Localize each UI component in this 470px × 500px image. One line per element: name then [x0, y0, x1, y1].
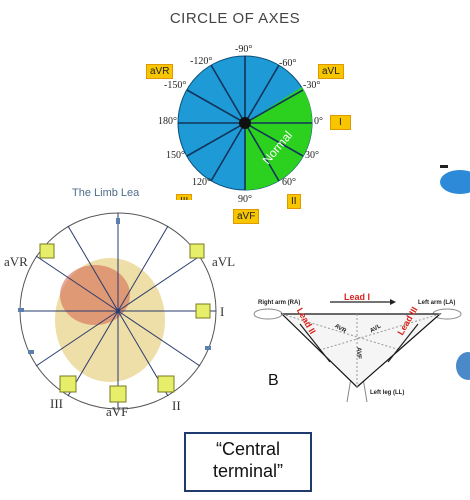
- einthoven-triangle-diagram: [253, 299, 462, 403]
- einthoven-triangle: [280, 313, 442, 388]
- angle-label: 120°: [192, 177, 211, 188]
- central-terminal-line1: “Central: [215, 439, 281, 459]
- lead-tag-ii: II: [287, 194, 301, 209]
- angle-label: 0°: [314, 116, 323, 127]
- panel-letter-b: B: [268, 372, 279, 389]
- angle-label: -60°: [279, 58, 297, 69]
- axis-circle-diagram: Normal: [177, 55, 313, 191]
- limb-label-iii: III: [50, 396, 63, 411]
- angle-label: 150°: [166, 150, 185, 161]
- limb-label-avl: aVL: [212, 254, 236, 269]
- angle-label: 60°: [282, 177, 296, 188]
- angle-label: -90°: [235, 44, 253, 55]
- angle-label: 30°: [305, 150, 319, 161]
- central-terminal-line2: terminal”: [212, 461, 283, 481]
- circle-of-axes-title: CIRCLE OF AXES: [169, 10, 301, 27]
- right-arm-label: Right arm (RA): [258, 300, 301, 306]
- lead-tag-avr: aVR: [146, 64, 174, 79]
- limb-leads-title: The Limb Lea: [72, 187, 140, 199]
- left-leg-label: Left leg (LL): [370, 390, 405, 396]
- left-arm-label: Left arm (LA): [418, 300, 456, 306]
- limb-label-i: I: [220, 304, 225, 319]
- partial-figure-right-bottom: [456, 352, 470, 380]
- angle-label: -120°: [190, 56, 213, 67]
- normal-sector: [245, 123, 312, 190]
- lead-tag-i: I: [330, 115, 351, 130]
- limb-label-avf: aVF: [106, 404, 129, 419]
- angle-label: 180°: [158, 116, 177, 127]
- angle-label: -30°: [303, 80, 321, 91]
- limb-leads-diagram: [0, 200, 232, 430]
- axis-center: [239, 117, 251, 129]
- central-terminal-box: “Central terminal”: [184, 432, 312, 492]
- lead-tag-avf: aVF: [233, 209, 260, 224]
- angle-label: -150°: [164, 80, 187, 91]
- avf-label: AVF: [354, 347, 361, 359]
- lead-i-label: Lead I: [344, 292, 371, 302]
- limb-label-avr: aVR: [4, 254, 28, 269]
- limb-label-ii: II: [172, 398, 181, 413]
- partial-figure-right-top: [440, 165, 470, 194]
- lead-tag-avl: aVL: [318, 64, 344, 79]
- angle-label: 90°: [238, 194, 252, 205]
